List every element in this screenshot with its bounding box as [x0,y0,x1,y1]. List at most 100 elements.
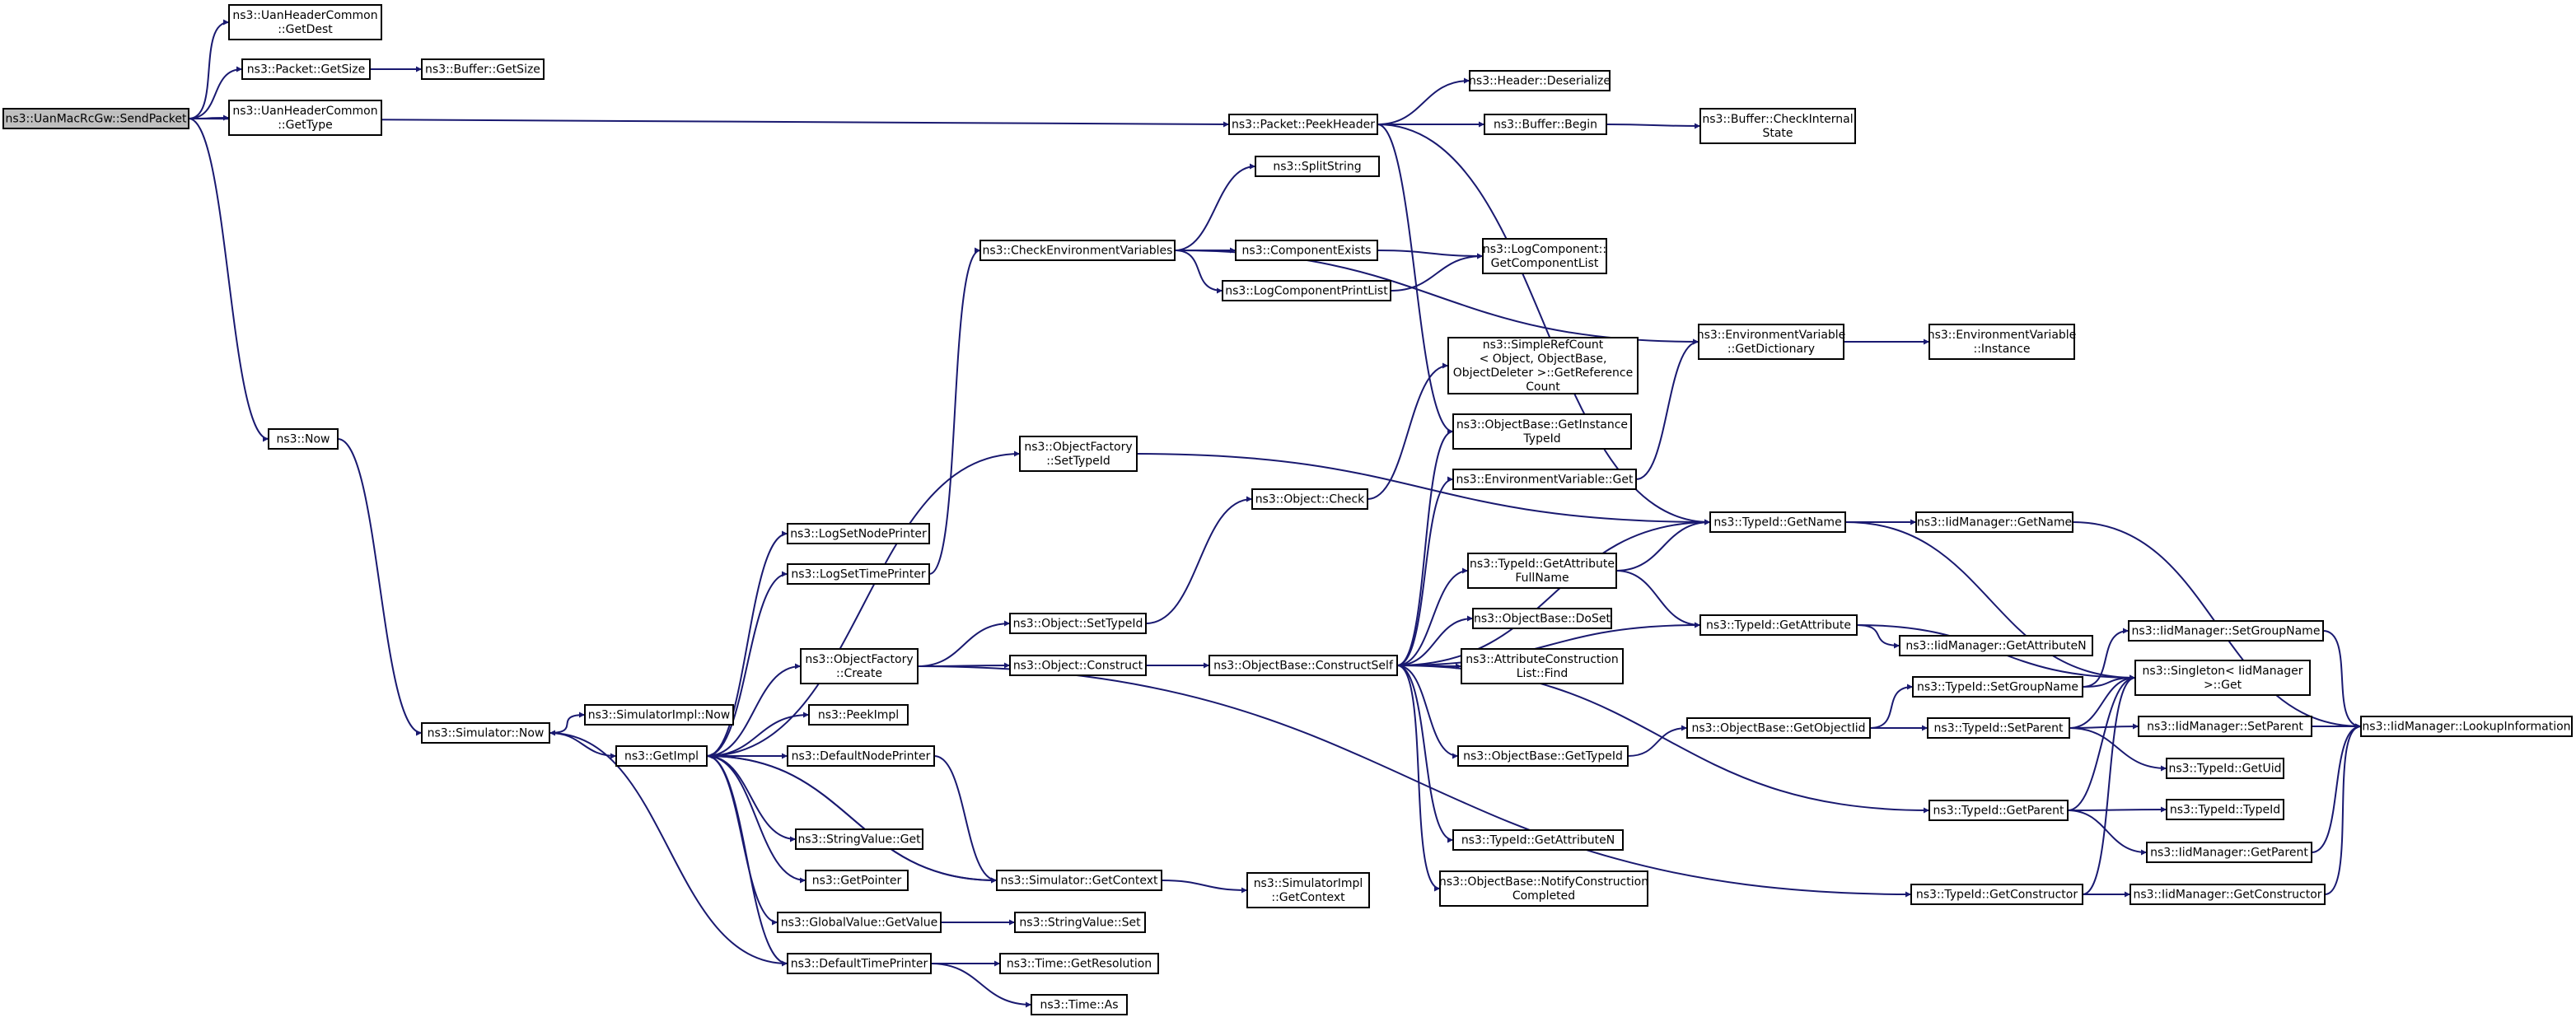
node-simimpl_now[interactable]: ns3::SimulatorImpl::Now [584,704,734,726]
node-simplerefcount[interactable]: ns3::SimpleRefCount< Object, ObjectBase,… [1447,337,1639,394]
edge-getimpl-to-logsetnodeprinter [706,530,788,757]
edge-packet_peekheader-to-typeid_getname [1377,124,1711,525]
node-box [1899,635,2093,656]
node-label-line: ns3::Time::As [1040,999,1118,1012]
node-label-line: ns3::LogComponent:: [1483,243,1606,256]
node-objbase_getobjectiid[interactable]: ns3::ObjectBase::GetObjectIid [1686,717,1871,739]
node-checkenvvars[interactable]: ns3::CheckEnvironmentVariables [979,240,1176,261]
node-iidmgr_getparent[interactable]: ns3::IidManager::GetParent [2146,842,2312,863]
node-objfactory_create[interactable]: ns3::ObjectFactory::Create [800,648,919,684]
node-box [1447,337,1639,394]
node-iidmgr_lookupinformation[interactable]: ns3::IidManager::LookupInformation [2360,716,2573,737]
node-envvar_instance[interactable]: ns3::EnvironmentVariable::Instance [1928,324,2077,360]
node-label-line: ns3::ObjectBase::DoSet [1474,613,1611,626]
node-typeid_getname[interactable]: ns3::TypeId::GetName [1709,511,1846,533]
node-singleton_get[interactable]: ns3::Singleton< IidManager>::Get [2134,660,2311,696]
node-typeid_getattribute[interactable]: ns3::TypeId::GetAttribute [1699,614,1858,636]
node-label-line: ns3::ObjectBase::GetTypeId [1463,750,1623,763]
node-header_deserialize[interactable]: ns3::Header::Deserialize [1469,70,1611,91]
edge-typeid_getname-to-singleton_get [1844,521,2136,681]
node-buffer_begin[interactable]: ns3::Buffer::Begin [1484,114,1607,135]
node-label-line: >::Get [2204,679,2242,692]
node-iidmgr_getconstructor[interactable]: ns3::IidManager::GetConstructor [2130,884,2326,905]
node-now[interactable]: ns3::Now [268,428,339,450]
node-globalvalue_getvalue[interactable]: ns3::GlobalValue::GetValue [777,912,942,933]
node-box [1912,676,2083,698]
node-time_as[interactable]: ns3::Time::As [1031,994,1128,1015]
node-box [1461,648,1624,684]
node-label-line: ns3::ObjectBase::GetObjectIid [1691,722,1865,735]
node-envvar_get[interactable]: ns3::EnvironmentVariable::Get [1452,469,1637,490]
node-peekimpl[interactable]: ns3::PeekImpl [808,704,909,726]
node-typeid_typeid[interactable]: ns3::TypeId::TypeId [2166,799,2284,820]
node-objbase_gettypeid[interactable]: ns3::ObjectBase::GetTypeId [1457,745,1629,767]
node-iidmgr_getattributen[interactable]: ns3::IidManager::GetAttributeN [1899,635,2093,656]
node-label-line: ns3::ObjectBase::GetInstance [1456,418,1628,432]
node-label-line: ns3::TypeId::SetGroupName [1917,681,2078,694]
node-logsetnodeprinter[interactable]: ns3::LogSetNodePrinter [787,523,930,544]
node-iidmgr_getname[interactable]: ns3::IidManager::GetName [1915,511,2073,533]
node-label-line: ns3::UanHeaderCommon [232,9,377,22]
node-uanhdr_gettype[interactable]: ns3::UanHeaderCommon::GetType [228,100,382,136]
edge-sim_now-to-getimpl [549,732,617,759]
node-typeid_setgroupname[interactable]: ns3::TypeId::SetGroupName [1912,676,2083,698]
node-logcomponentprintlist[interactable]: ns3::LogComponentPrintList [1222,280,1391,301]
node-objfactory_settypeid[interactable]: ns3::ObjectFactory::SetTypeId [1019,436,1138,472]
node-box [979,240,1176,261]
node-splitstring[interactable]: ns3::SplitString [1255,156,1380,177]
node-getpointer[interactable]: ns3::GetPointer [805,870,909,891]
node-objbase_doset[interactable]: ns3::ObjectBase::DoSet [1472,608,1612,629]
node-sendpacket[interactable]: ns3::UanMacRcGw::SendPacket [2,108,189,129]
node-label-line: ns3::Header::Deserialize [1469,75,1611,88]
node-stringvalue_get[interactable]: ns3::StringValue::Get [795,828,923,850]
node-logsettimeprinter[interactable]: ns3::LogSetTimePrinter [787,563,930,585]
node-typeid_setparent[interactable]: ns3::TypeId::SetParent [1927,717,2070,739]
node-label-line: ns3::GetImpl [624,750,699,763]
node-typeid_getuid[interactable]: ns3::TypeId::GetUid [2166,758,2284,779]
node-iidmgr_setparent[interactable]: ns3::IidManager::SetParent [2138,716,2312,737]
node-box [1452,829,1624,851]
node-typeid_getconstructor[interactable]: ns3::TypeId::GetConstructor [1910,884,2083,905]
node-label-line: ns3::Object::SetTypeId [1013,618,1143,631]
node-typeid_getparent[interactable]: ns3::TypeId::GetParent [1928,800,2069,821]
node-label-line: ::GetDictionary [1727,343,1815,356]
edge-buffer_begin-to-buffer_checkinternalstate [1606,123,1701,129]
node-typeid_getattributen[interactable]: ns3::TypeId::GetAttributeN [1452,829,1624,851]
node-label-line: ns3::Buffer::GetSize [425,63,540,77]
node-stringvalue_set[interactable]: ns3::StringValue::Set [1014,912,1146,933]
node-sim_now[interactable]: ns3::Simulator::Now [421,722,550,744]
node-sim_getcontext[interactable]: ns3::Simulator::GetContext [996,870,1162,891]
node-componentexists[interactable]: ns3::ComponentExists [1235,240,1378,261]
node-box [1019,436,1138,472]
node-logcomponent_getlist[interactable]: ns3::LogComponent::GetComponentList [1482,238,1607,274]
node-box [241,58,371,80]
node-label-line: ns3::Object::Check [1255,493,1365,506]
node-box [999,953,1159,974]
node-time_getresolution[interactable]: ns3::Time::GetResolution [999,953,1159,974]
edge-typeid_getattrfullname-to-typeid_getattribute [1615,570,1701,628]
node-defaultnodeprinter[interactable]: ns3::DefaultNodePrinter [787,745,935,767]
node-object_construct[interactable]: ns3::Object::Construct [1009,655,1147,676]
node-getimpl[interactable]: ns3::GetImpl [615,745,708,767]
node-label-line: ns3::LogComponentPrintList [1225,285,1388,298]
node-object_check[interactable]: ns3::Object::Check [1251,488,1368,510]
node-defaulttimeprinter[interactable]: ns3::DefaultTimePrinter [787,953,932,974]
node-uanhdr_getdest[interactable]: ns3::UanHeaderCommon::GetDest [228,4,382,40]
node-packet_peekheader[interactable]: ns3::Packet::PeekHeader [1228,114,1378,135]
node-iidmgr_setgroupname[interactable]: ns3::IidManager::SetGroupName [2128,620,2324,642]
node-buffer_getsize[interactable]: ns3::Buffer::GetSize [421,58,545,80]
node-object_settypeid[interactable]: ns3::Object::SetTypeId [1009,613,1147,634]
node-objbase_notifyconstructioncompleted[interactable]: ns3::ObjectBase::NotifyConstructionCompl… [1439,870,1648,907]
node-box [2,108,189,129]
node-envvar_getdictionary[interactable]: ns3::EnvironmentVariable::GetDictionary [1697,324,1846,360]
node-simimpl_getcontext[interactable]: ns3::SimulatorImpl::GetContext [1246,872,1370,908]
node-objbase_constructself[interactable]: ns3::ObjectBase::ConstructSelf [1209,655,1398,676]
node-packet_getsize[interactable]: ns3::Packet::GetSize [241,58,371,80]
edge-getimpl-to-defaulttimeprinter [706,755,788,967]
edge-defaulttimeprinter-to-sim_now [549,730,788,964]
node-label-line: ns3::CheckEnvironmentVariables [983,245,1173,258]
